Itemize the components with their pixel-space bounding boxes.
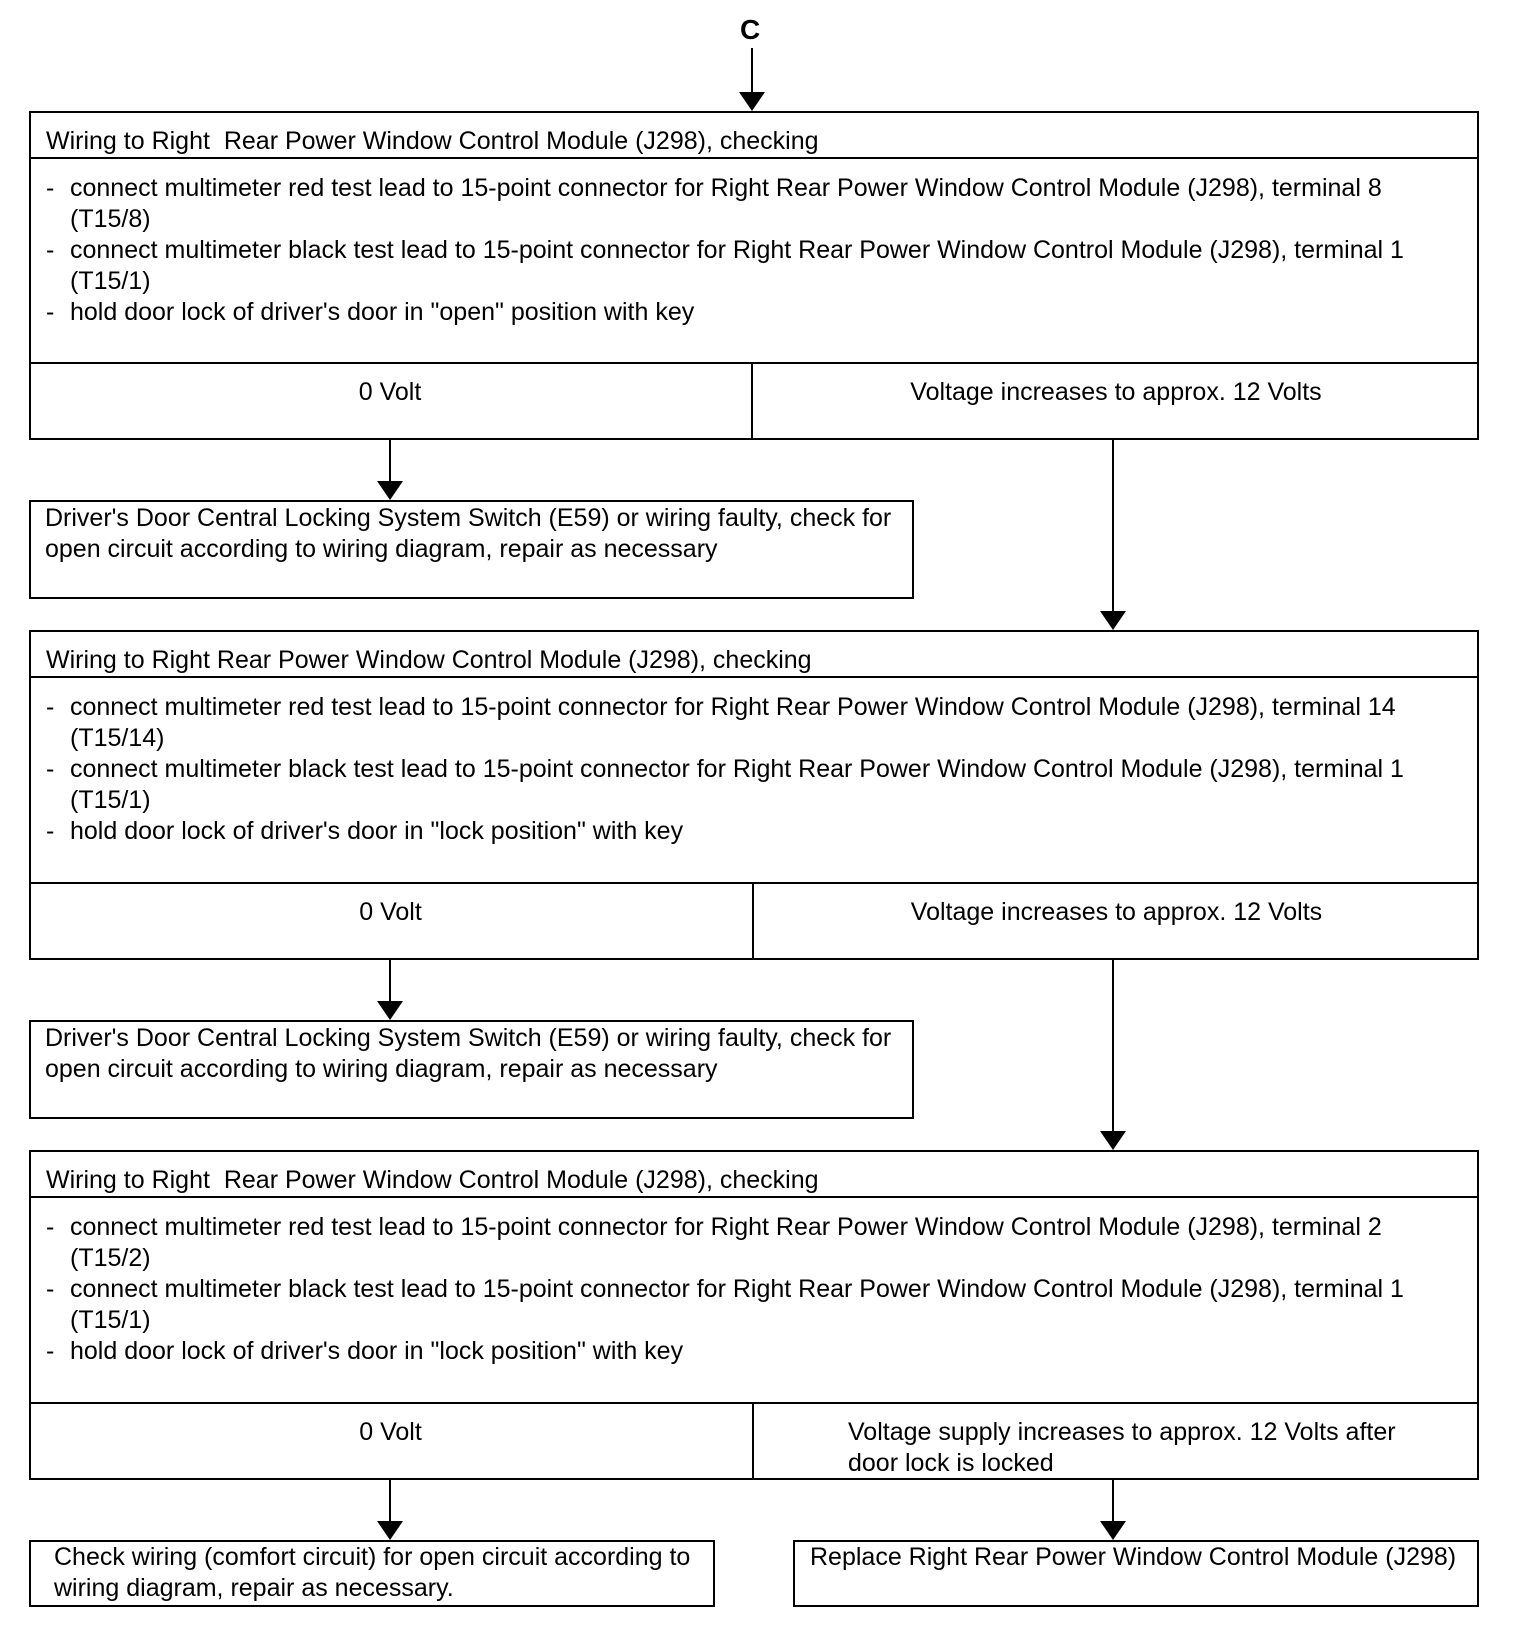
divider: [752, 882, 754, 960]
outcome-text: Driver's Door Central Locking System Swi…: [45, 504, 892, 563]
divider: [751, 362, 753, 440]
arrowhead: [1100, 1521, 1126, 1540]
divider: [29, 882, 1479, 884]
divider: [29, 1402, 1479, 1404]
outcome-text: Replace Right Rear Power Window Control …: [810, 1543, 1457, 1571]
arrowhead: [1100, 1131, 1126, 1150]
result-right: Voltage increases to approx. 12 Volts: [910, 898, 1323, 926]
start-connector-label: C: [740, 14, 761, 45]
step-item: connect multimeter black test lead to 15…: [46, 235, 1466, 297]
arrowhead: [377, 481, 403, 500]
step-item: connect multimeter red test lead to 15-p…: [46, 173, 1466, 235]
outcome-box-switch-fault-2: [29, 1020, 914, 1119]
check-title: Wiring to Right Rear Power Window Contro…: [46, 646, 812, 674]
step-item: hold door lock of driver's door in "lock…: [46, 1336, 1466, 1367]
check-title: Wiring to Right Rear Power Window Contro…: [46, 127, 819, 155]
result-left: 0 Volt: [359, 1418, 422, 1446]
check-box-3: [29, 1150, 1479, 1480]
divider: [29, 676, 1479, 678]
outcome-box-switch-fault-1: [29, 500, 914, 599]
step-item: connect multimeter black test lead to 15…: [46, 754, 1466, 816]
result-right: Voltage increases to approx. 12 Volts: [910, 378, 1322, 406]
step-item: connect multimeter red test lead to 15-p…: [46, 1212, 1466, 1274]
check-box-1: [29, 111, 1479, 440]
divider: [29, 157, 1479, 159]
outcome-text: Check wiring (comfort circuit) for open …: [54, 1543, 691, 1602]
outcome-text: Driver's Door Central Locking System Swi…: [45, 1024, 892, 1083]
divider: [752, 1402, 754, 1480]
check-box-2: [29, 630, 1479, 960]
outcome-box-check-wiring: [29, 1540, 715, 1607]
divider: [29, 362, 1479, 364]
step-item: connect multimeter black test lead to 15…: [46, 1274, 1466, 1336]
divider: [29, 1196, 1479, 1198]
step-item: hold door lock of driver's door in "open…: [46, 297, 1466, 328]
result-left: 0 Volt: [358, 378, 422, 406]
step-item: connect multimeter red test lead to 15-p…: [46, 692, 1466, 754]
result-left: 0 Volt: [359, 898, 422, 926]
step-list: connect multimeter red test lead to 15-p…: [46, 692, 1466, 847]
arrowhead: [1100, 611, 1126, 630]
result-right: Voltage supply increases to approx. 12 V…: [848, 1418, 1396, 1477]
step-item: hold door lock of driver's door in "lock…: [46, 816, 1466, 847]
arrowhead: [377, 1001, 403, 1020]
arrowhead: [739, 92, 765, 111]
step-list: connect multimeter red test lead to 15-p…: [46, 173, 1466, 328]
check-title: Wiring to Right Rear Power Window Contro…: [46, 1166, 819, 1194]
step-list: connect multimeter red test lead to 15-p…: [46, 1212, 1466, 1367]
outcome-box-replace-module: [793, 1540, 1479, 1607]
arrowhead: [377, 1521, 403, 1540]
